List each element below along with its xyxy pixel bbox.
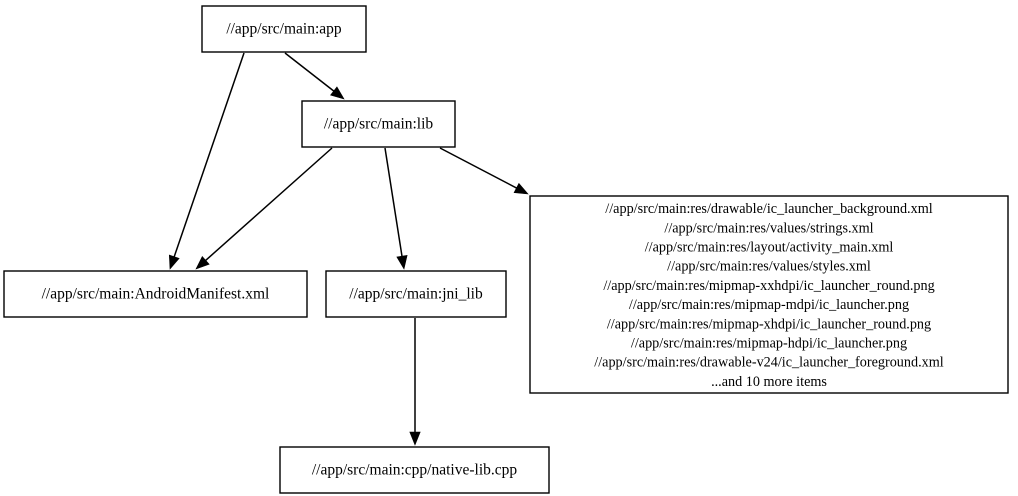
node-label-line: ...and 10 more items — [711, 374, 827, 390]
node-label-resources: //app/src/main:res/drawable/ic_launcher_… — [594, 201, 944, 390]
node-label-app: //app/src/main:app — [226, 21, 342, 38]
graph-edge-jni-lib-to-native — [409, 318, 421, 446]
node-label-line: //app/src/main:res/mipmap-mdpi/ic_launch… — [629, 297, 909, 313]
edge-line — [203, 147, 333, 263]
node-label-jni_lib: //app/src/main:jni_lib — [349, 286, 483, 303]
graph-node-app[interactable]: //app/src/main:app — [201, 5, 367, 53]
graph-node-lib[interactable]: //app/src/main:lib — [301, 100, 456, 148]
node-label-line: //app/src/main:res/mipmap-hdpi/ic_launch… — [631, 335, 907, 351]
graph-edge-lib-to-resources — [439, 147, 529, 195]
node-label-lib: //app/src/main:lib — [324, 116, 434, 133]
node-box-lib[interactable] — [301, 100, 456, 148]
node-label-line: //app/src/main:res/layout/activity_main.… — [645, 239, 894, 255]
edge-arrowhead-icon — [396, 254, 408, 270]
edge-arrowhead-icon — [409, 431, 421, 446]
edge-line — [284, 52, 336, 93]
edge-arrowhead-icon — [513, 182, 529, 195]
node-box-manifest[interactable] — [3, 270, 308, 318]
node-label-line: //app/src/main:res/drawable/ic_launcher_… — [605, 201, 932, 217]
node-label-line: //app/src/main:res/drawable-v24/ic_launc… — [594, 355, 944, 371]
edge-line — [172, 52, 245, 259]
edge-line — [384, 147, 404, 259]
graph-edge-lib-to-manifest — [195, 147, 333, 270]
graph-node-resources[interactable]: //app/src/main:res/drawable/ic_launcher_… — [529, 195, 1009, 394]
node-layer: //app/src/main:app //app/src/main:lib //ap… — [3, 5, 1009, 494]
node-box-resources[interactable] — [529, 195, 1009, 394]
node-label-manifest: //app/src/main:AndroidManifest.xml — [42, 286, 270, 303]
graph-node-manifest[interactable]: //app/src/main:AndroidManifest.xml — [3, 270, 308, 318]
node-label-line: //app/src/main:res/values/strings.xml — [664, 220, 873, 236]
node-box-native_lib[interactable] — [279, 446, 550, 494]
node-label-native_lib: //app/src/main:cpp/native-lib.cpp — [312, 462, 518, 479]
graph-edge-app-to-lib — [284, 52, 345, 100]
node-label-line: //app/src/main:res/mipmap-xhdpi/ic_launc… — [607, 316, 931, 332]
node-box-jni_lib[interactable] — [325, 270, 507, 318]
graph-edge-lib-to-jni-lib — [384, 147, 408, 270]
edge-arrowhead-icon — [168, 254, 180, 270]
graph-node-native_lib[interactable]: //app/src/main:cpp/native-lib.cpp — [279, 446, 550, 494]
node-label-line: //app/src/main:res/mipmap-xxhdpi/ic_laun… — [603, 278, 934, 294]
node-box-app[interactable] — [201, 5, 367, 53]
node-label-line: //app/src/main:res/values/styles.xml — [667, 259, 871, 275]
edge-line — [439, 147, 519, 190]
graph-edge-app-to-manifest — [168, 52, 245, 270]
edge-arrowhead-icon — [195, 255, 210, 270]
graph-node-jni_lib[interactable]: //app/src/main:jni_lib — [325, 270, 507, 318]
edge-arrowhead-icon — [330, 86, 345, 100]
edge-layer — [168, 52, 529, 446]
